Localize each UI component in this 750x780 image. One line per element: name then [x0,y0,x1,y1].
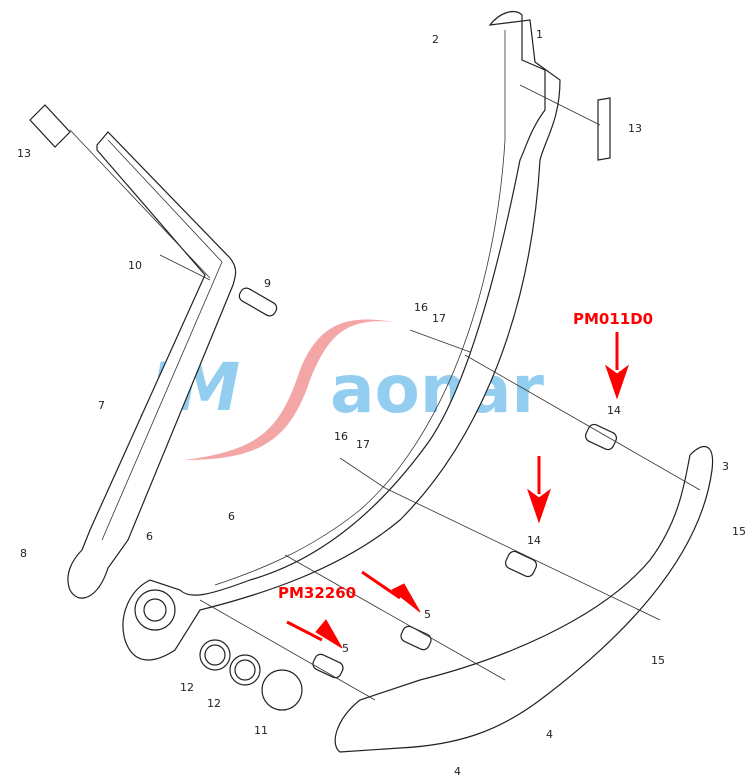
callout-4: 4 [454,765,461,778]
callout-1: 1 [536,28,543,41]
part-number-pm011d0: PM011D0 [573,310,653,328]
part-3-bumper [334,445,714,753]
callout-15: 15 [651,654,665,667]
callout-16: 16 [414,301,428,314]
arrow-icon [286,620,323,642]
callout-17: 17 [356,438,370,451]
callout-6: 6 [146,530,153,543]
spacer-14-upper [584,423,618,451]
callout-14: 14 [607,404,621,417]
callout-12: 12 [180,681,194,694]
callout-9: 9 [264,277,271,290]
callout-13: 13 [17,147,31,160]
red-annotations: PM011D0 PM32260 [278,310,653,649]
svg-text:aonar: aonar [330,351,544,428]
callout-13: 13 [628,122,642,135]
arrow-icon [391,583,421,613]
callout-14: 14 [527,534,541,547]
spacer-14-lower [504,550,538,578]
callout-7: 7 [98,399,105,412]
callout-12: 12 [207,697,221,710]
callout-10: 10 [128,259,142,272]
part-9-pin [238,287,278,317]
callout-2: 2 [432,33,439,46]
part-11-cap [261,669,303,711]
callout-6: 6 [228,510,235,523]
arrow-icon [361,570,401,600]
part-13-label-right [597,97,611,161]
callout-4: 4 [546,728,553,741]
assembly-lines [69,84,701,701]
callout-3: 3 [722,460,729,473]
callout-11: 11 [254,724,268,737]
part-number-pm32260: PM32260 [278,584,356,602]
arrow-icon [315,619,343,649]
callout-5: 5 [342,642,349,655]
part-13-label-left [29,104,71,148]
callout-15: 15 [732,525,746,538]
callout-17: 17 [432,312,446,325]
callout-5: 5 [424,608,431,621]
callout-16: 16 [334,430,348,443]
part-7-arm [67,131,237,599]
spacer-5-upper [400,625,432,651]
spacer-5-lower [312,653,344,679]
arrow-icon [605,364,629,400]
arrow-icon [527,488,551,524]
callout-8: 8 [20,547,27,560]
